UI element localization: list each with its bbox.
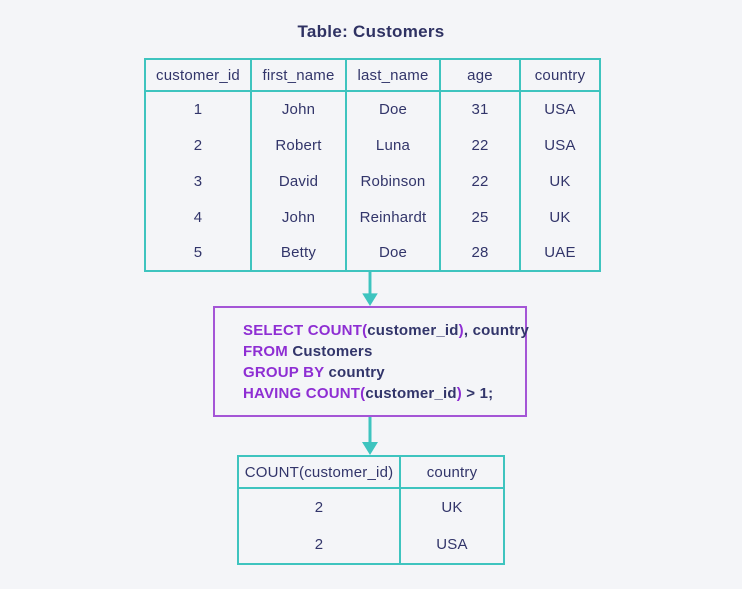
table-cell: Luna [345,127,441,163]
table-cell: 28 [439,235,521,272]
table-cell: Reinhardt [345,199,441,235]
table-cell: 22 [439,127,521,163]
column-header: COUNT(customer_id) [237,455,401,489]
sql-line: FROM Customers [243,341,517,362]
sql-keyword: SELECT COUNT( [243,322,368,339]
table-cell: David [250,163,347,199]
sql-text: Customers [287,343,373,360]
sql-line: HAVING COUNT(customer_id) > 1; [243,383,517,404]
table-cell: 3 [144,163,252,199]
table-cell: 31 [439,91,521,127]
table-cell: 5 [144,235,252,272]
sql-keyword: HAVING COUNT( [243,385,366,402]
sql-text: customer_id [367,322,459,339]
sql-line: SELECT COUNT(customer_id), country [243,320,529,341]
sql-keyword: ) [456,385,462,402]
table-cell: UAE [519,235,601,272]
arrow-down-icon [362,417,378,455]
header-row: COUNT(customer_id)country [237,455,505,489]
sql-keyword: GROUP BY [243,364,325,381]
column-header: age [439,58,521,92]
table-cell: USA [519,127,601,163]
table-cell: USA [519,91,601,127]
arrow-down-icon [362,271,378,306]
sql-keyword: FROM [243,343,288,360]
table-cell: Doe [345,235,441,272]
sql-text: , country [463,322,530,339]
table-cell: UK [399,488,505,526]
column-header: last_name [345,58,441,92]
table-cell: Robinson [345,163,441,199]
column-header: country [399,455,505,489]
table-cell: UK [519,163,601,199]
table-cell: Betty [250,235,347,272]
sql-text: > 1; [461,385,494,402]
table-cell: USA [399,526,505,565]
table-cell: 4 [144,199,252,235]
table-cell: Doe [345,91,441,127]
table-cell: 25 [439,199,521,235]
diagram-title: Table: Customers [297,22,445,41]
table-cell: 2 [237,488,401,526]
sql-keyword: ) [458,322,464,339]
column-header: first_name [250,58,347,92]
table-cell: UK [519,199,601,235]
table-cell: John [250,199,347,235]
table-cell: 1 [144,91,252,127]
sql-text: customer_id [365,385,457,402]
result-table-header: COUNT(customer_id)country [237,455,505,489]
column-header: country [519,58,601,92]
table-cell: 2 [237,526,401,565]
table-cell: John [250,91,347,127]
sql-text: country [324,364,385,381]
table-cell: 22 [439,163,521,199]
table-cell: 2 [144,127,252,163]
table-cell: Robert [250,127,347,163]
column-header: customer_id [144,58,252,92]
sql-line: GROUP BY country [243,362,517,383]
